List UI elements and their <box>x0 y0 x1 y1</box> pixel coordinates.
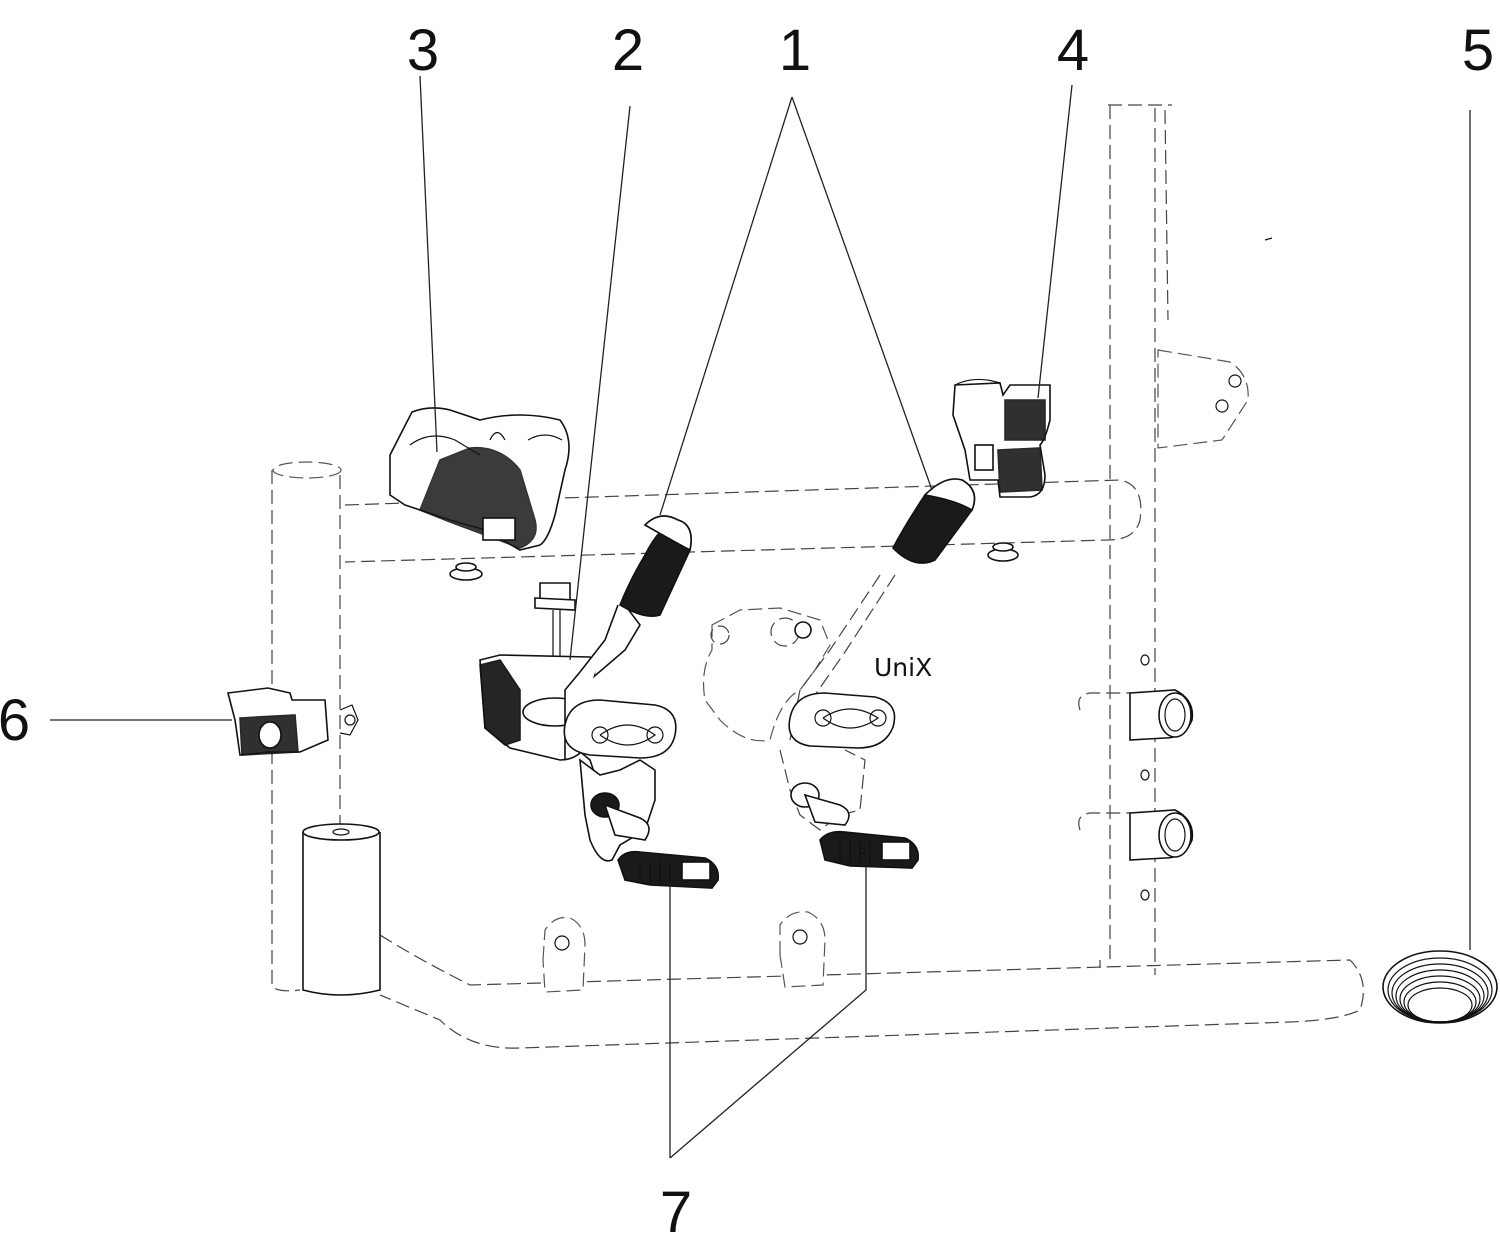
part-2-brake-mechanism <box>479 515 720 889</box>
callout-5: 5 <box>1462 18 1494 83</box>
screw-4 <box>987 542 1019 562</box>
frame-outline <box>271 104 1364 1049</box>
left-post-lower <box>302 823 381 996</box>
side-bracket <box>1157 237 1273 449</box>
callout-1: 1 <box>779 18 811 83</box>
bushings <box>1129 689 1194 861</box>
callout-6: 6 <box>0 688 30 753</box>
model-label-unix: UniX <box>874 653 932 682</box>
mounting-tabs <box>542 911 826 993</box>
unix-ghost-mechanism <box>702 478 976 869</box>
part-3-brake-housing <box>389 407 570 551</box>
part-5-spring <box>1382 950 1498 1024</box>
callout-3: 3 <box>407 18 439 83</box>
screw-3 <box>449 562 483 581</box>
callout-4: 4 <box>1057 18 1089 83</box>
leader-lines <box>50 75 1471 1159</box>
callout-7: 7 <box>660 1180 692 1245</box>
part-6-end-clamp <box>226 687 359 756</box>
callout-2: 2 <box>612 18 644 83</box>
part-4-clamp <box>952 378 1051 498</box>
